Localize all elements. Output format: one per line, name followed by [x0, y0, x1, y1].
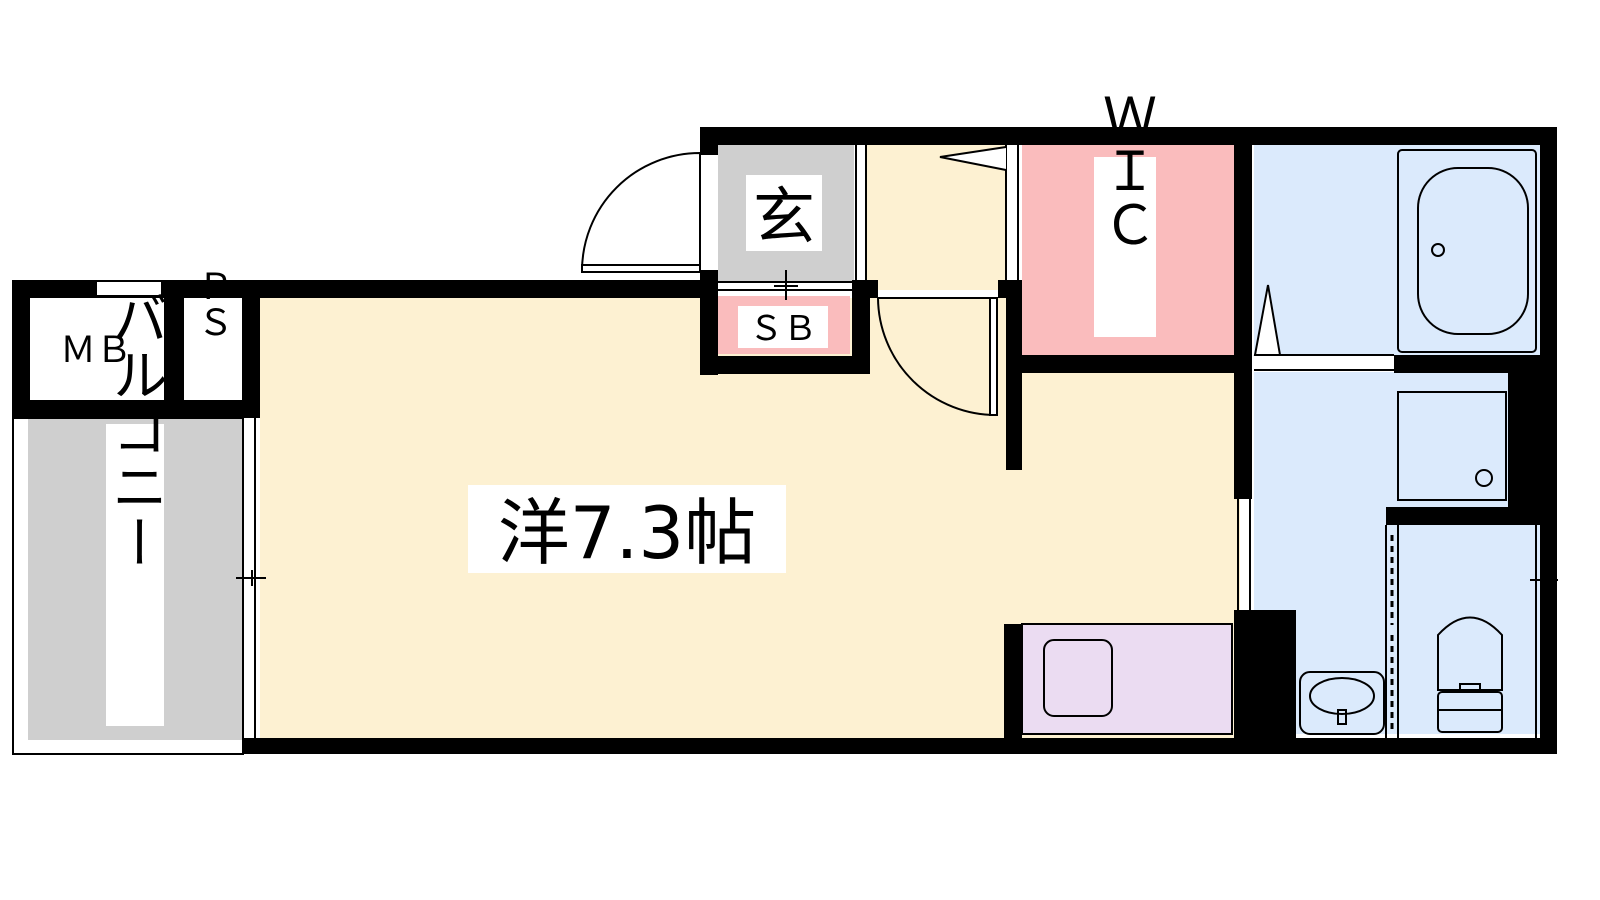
entrance-label: 玄: [753, 180, 815, 253]
main-room-label: 洋7.3帖: [498, 491, 757, 575]
toilet: [1437, 616, 1503, 733]
sliding-doors: [1242, 380, 1394, 730]
wic-label: ＷＩＣ: [1094, 89, 1157, 251]
meter-box-floor: [30, 298, 164, 400]
hall-floor: [866, 145, 1006, 290]
thin-lines: [12, 145, 1558, 755]
pipe-space-floor: [184, 298, 242, 400]
door-swings: [580, 146, 1282, 417]
walls: [12, 127, 1557, 754]
balcony-label: バルコニー: [103, 290, 168, 570]
wash-basin: [1299, 671, 1385, 735]
washing-machine-space: [1397, 391, 1507, 501]
meter-box-label: ＭＢ: [60, 330, 132, 371]
shoe-box-label: ＳＢ: [749, 309, 817, 349]
kitchen-counter: [1021, 623, 1233, 735]
pipe-space-label: ＰＳ: [192, 268, 233, 340]
bathtub: [1397, 149, 1537, 353]
